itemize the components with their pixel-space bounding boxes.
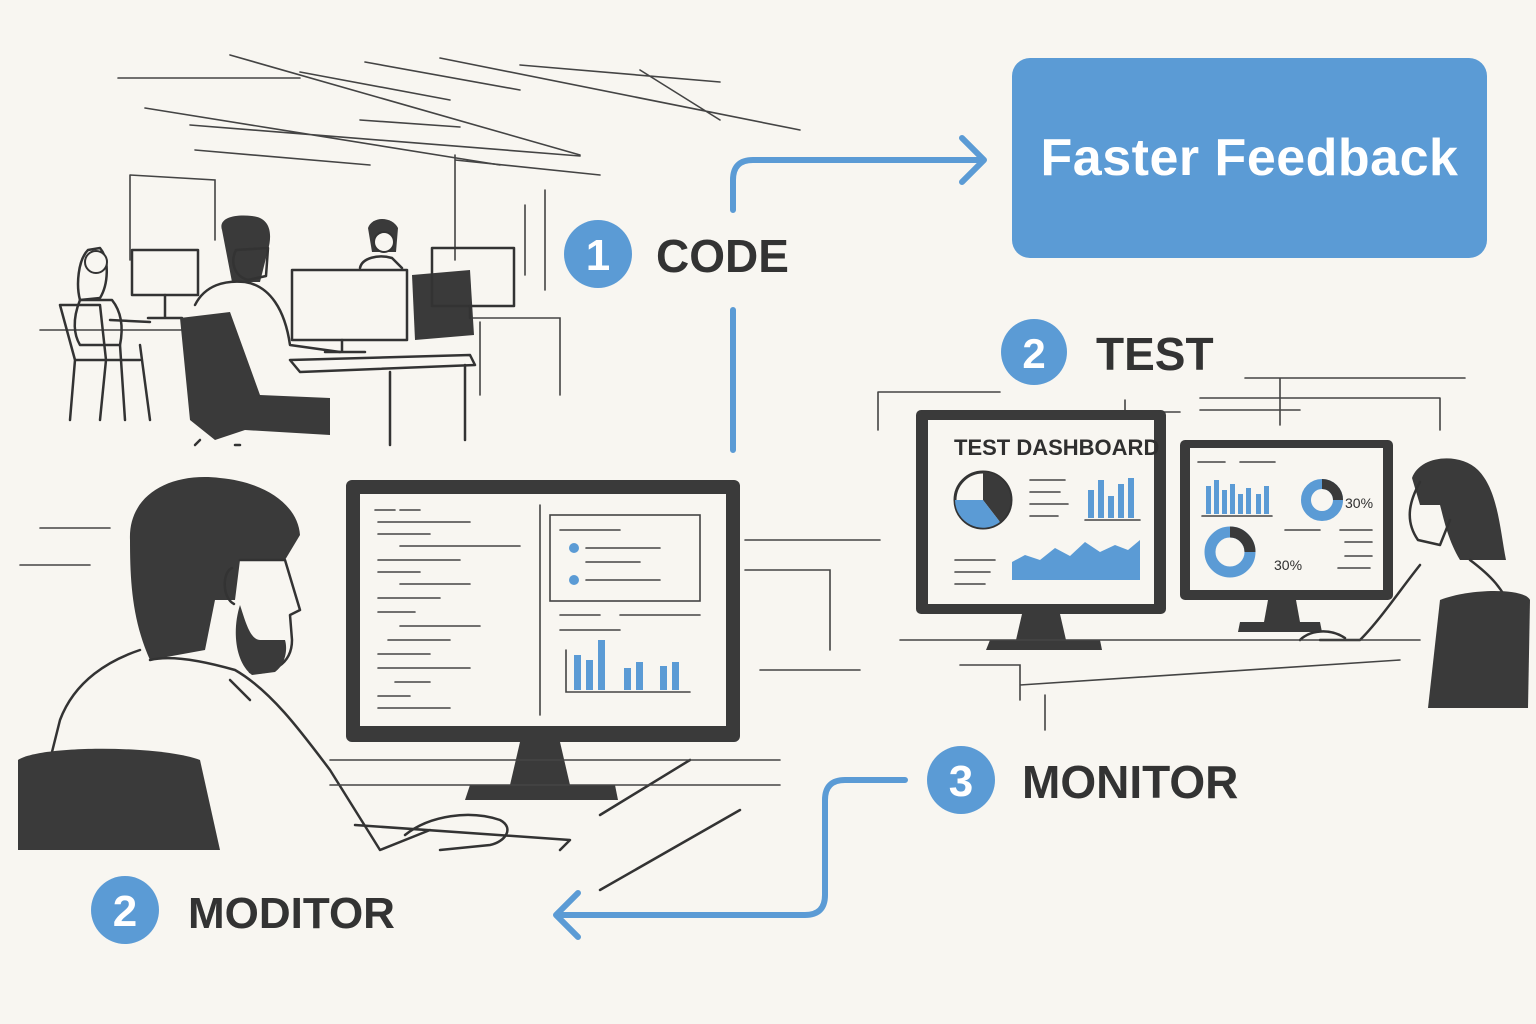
- arrowhead-moditor: [553, 890, 581, 940]
- step-badge-code: [564, 220, 632, 288]
- code-monitor: [346, 480, 740, 800]
- second-monitor-bars: [1206, 480, 1269, 514]
- step-number-moditor: 2: [113, 887, 137, 936]
- step-monitor: 3 MONITOR: [927, 746, 1238, 814]
- test-dashboard-area: [1012, 540, 1140, 580]
- step-badge-monitor: [927, 746, 995, 814]
- arrow-monitor-to-moditor: [557, 777, 908, 918]
- test-dashboard-monitor: TEST DASHBOARD: [916, 410, 1166, 650]
- woman-at-desk-right: [899, 458, 1530, 731]
- arrow-code-to-feedback: [730, 157, 983, 453]
- step-badge-test: [1001, 319, 1067, 385]
- step-badge-moditor: [91, 876, 159, 944]
- step-test: 2 TEST: [1001, 319, 1214, 385]
- gauge-bottom-value: 30%: [1274, 557, 1302, 573]
- person-seated-back-right: [358, 219, 516, 340]
- step-label-monitor: MONITOR: [1022, 756, 1238, 808]
- step-number-monitor: 3: [949, 757, 973, 806]
- faster-feedback-box: Faster Feedback: [1012, 58, 1487, 258]
- flow-arrows: [553, 135, 987, 940]
- person-seated-left: [58, 246, 200, 422]
- step-number-test: 2: [1022, 330, 1045, 377]
- person-seated-center: [180, 215, 477, 447]
- faster-feedback-label: Faster Feedback: [1040, 129, 1459, 187]
- office-background-sketch: [39, 54, 801, 396]
- second-monitor: 30% 30%: [1180, 440, 1393, 632]
- decorative-lines: [19, 527, 881, 671]
- step-label-test: TEST: [1096, 328, 1214, 380]
- gauge-top-value: 30%: [1345, 495, 1373, 511]
- arrowhead-feedback: [959, 135, 987, 185]
- step-moditor: 2 MODITOR: [91, 876, 395, 944]
- step-number-code: 1: [586, 231, 610, 280]
- test-dashboard-title: TEST DASHBOARD: [954, 435, 1159, 460]
- step-label-moditor: MODITOR: [188, 889, 395, 938]
- code-monitor-bars: [574, 640, 679, 690]
- test-dashboard-bars: [1088, 478, 1134, 518]
- bearded-developer: [18, 477, 781, 892]
- step-code: 1 CODE: [564, 220, 789, 288]
- step-label-code: CODE: [656, 230, 789, 282]
